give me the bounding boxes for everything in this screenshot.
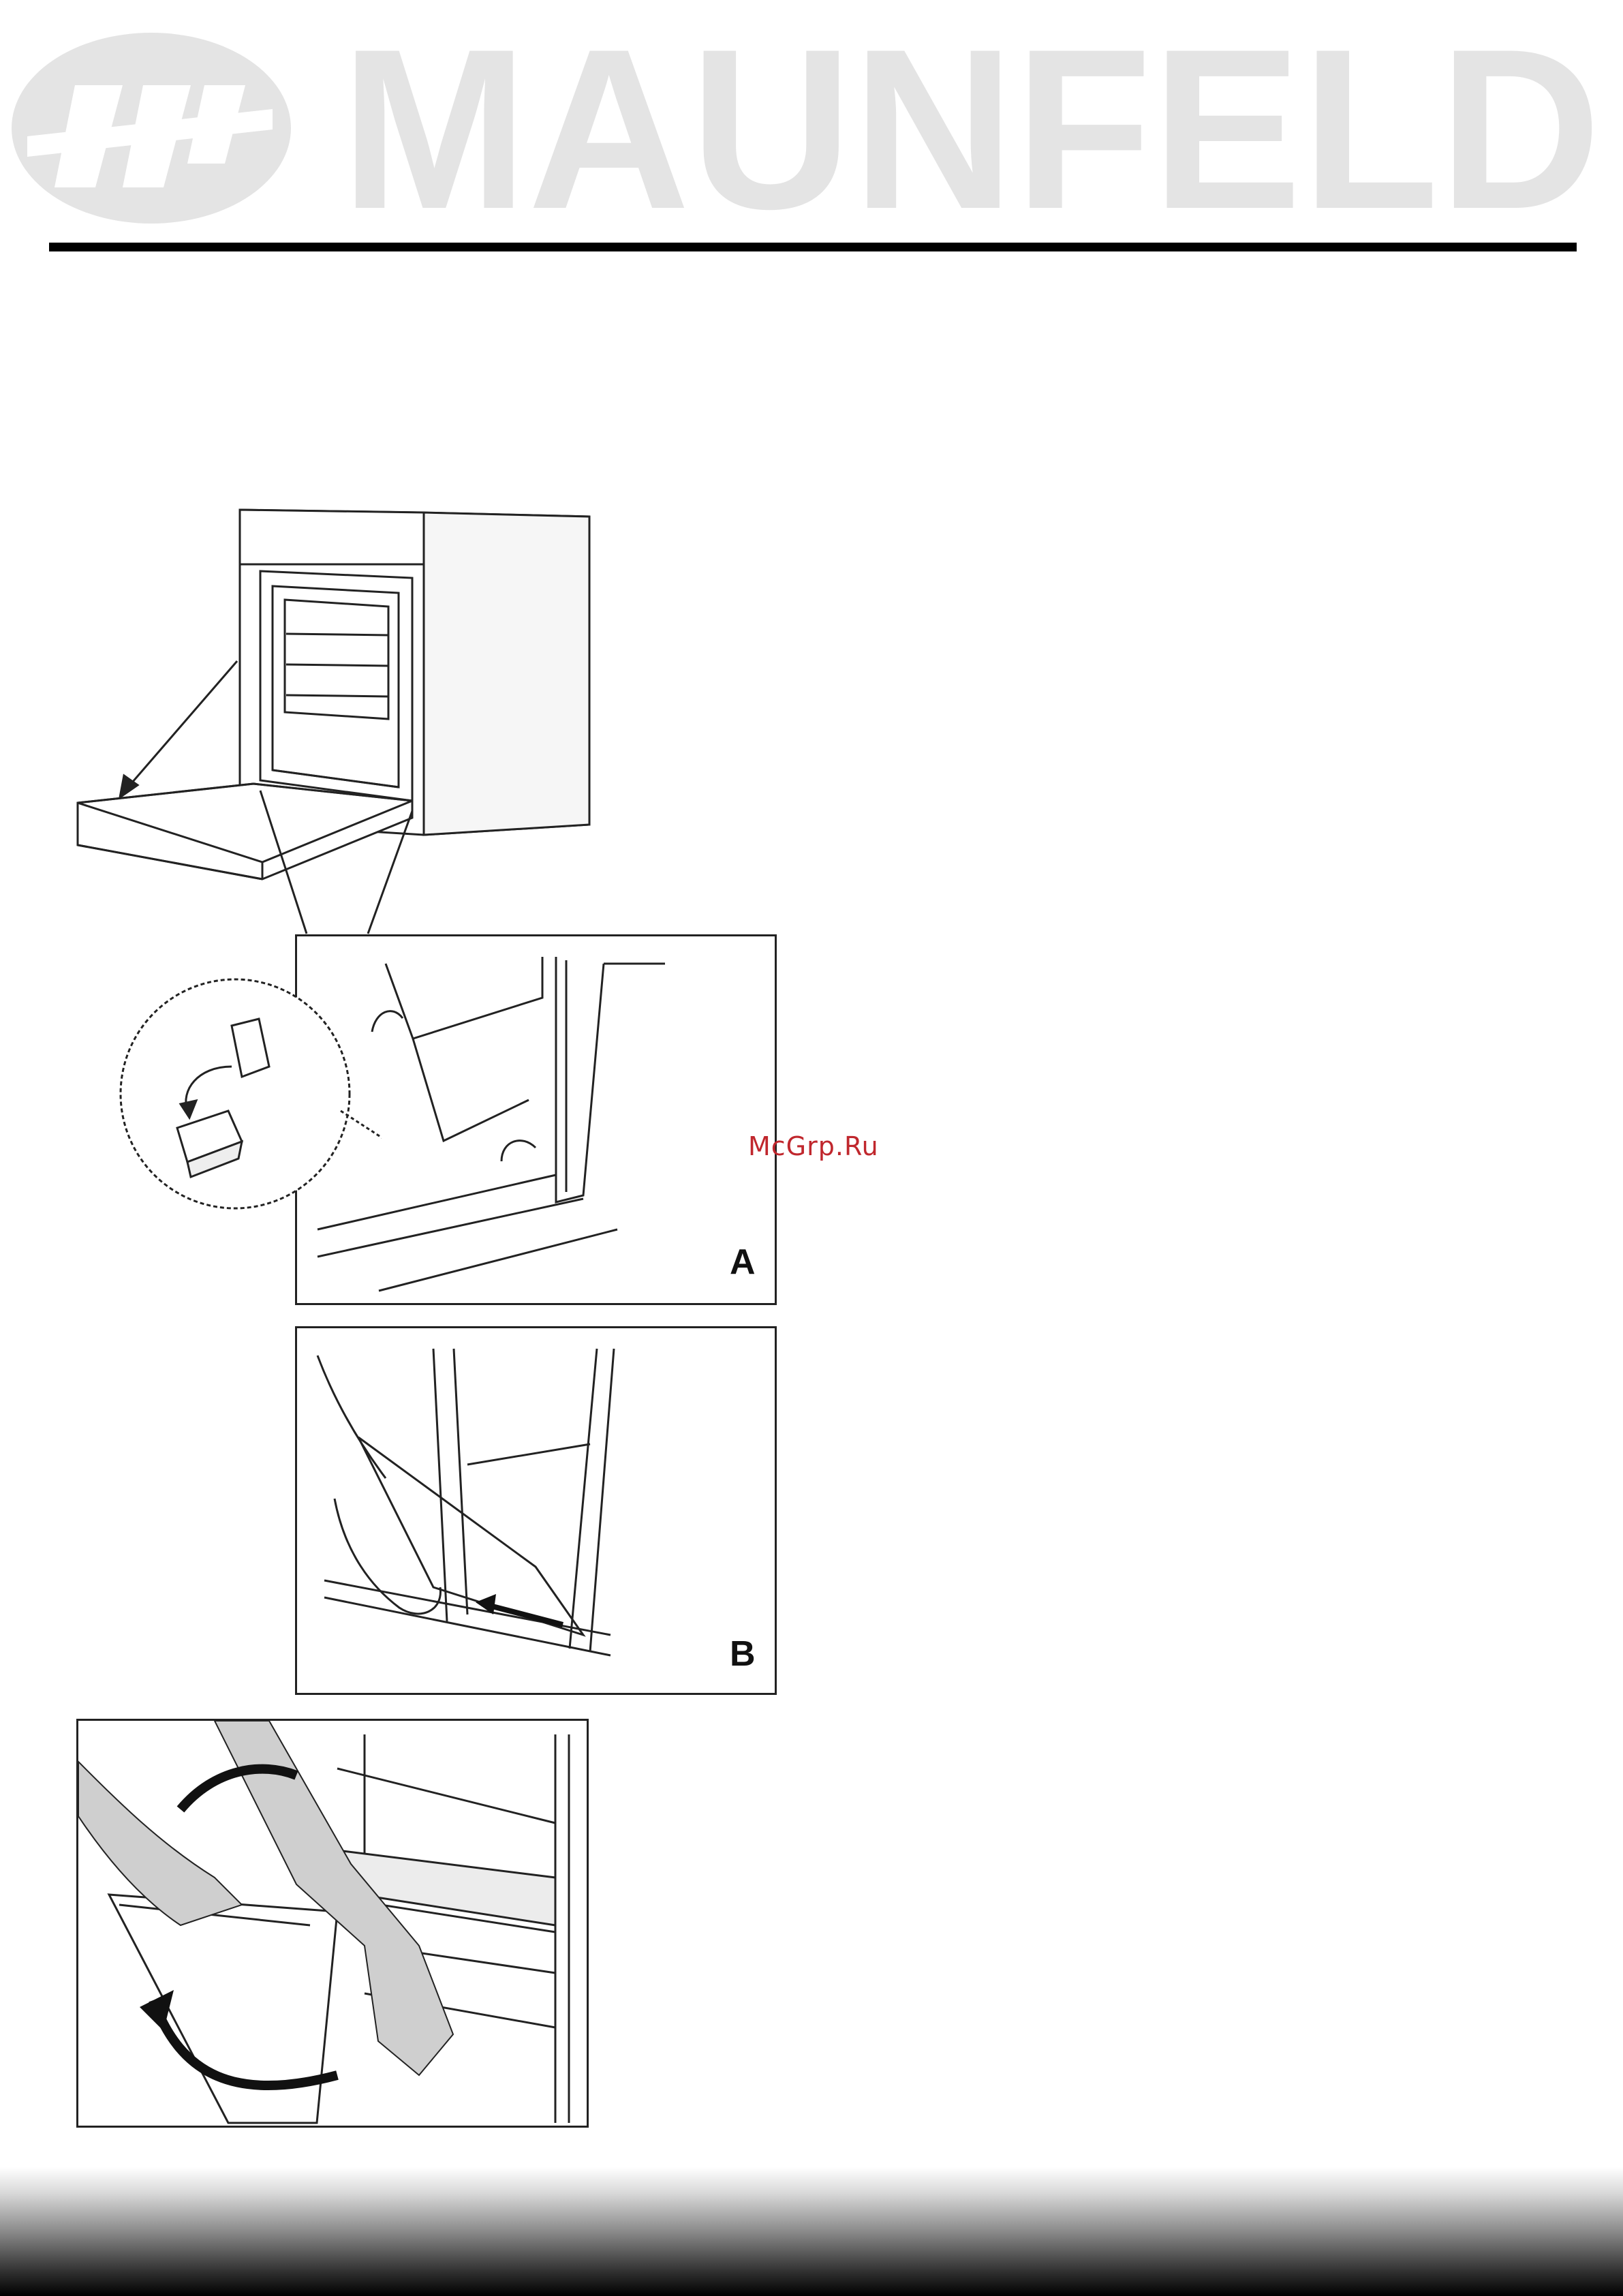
brand-logo: MAUNFELD bbox=[0, 20, 1623, 239]
door-lift-off-figure bbox=[76, 1719, 589, 2128]
maunfeld-emblem-icon bbox=[12, 33, 291, 224]
figure-label-a: A bbox=[730, 1242, 756, 1282]
door-slide-out-figure: B bbox=[295, 1326, 777, 1695]
header-rule bbox=[49, 243, 1577, 251]
oven-door-open-figure bbox=[68, 491, 600, 954]
brand-wordmark: MAUNFELD bbox=[341, 20, 1601, 239]
hinge-magnifier bbox=[109, 964, 382, 1237]
watermark-text: McGrp.Ru bbox=[748, 1131, 879, 1161]
figure-label-b: B bbox=[730, 1634, 756, 1674]
footer-band bbox=[0, 2167, 1623, 2296]
